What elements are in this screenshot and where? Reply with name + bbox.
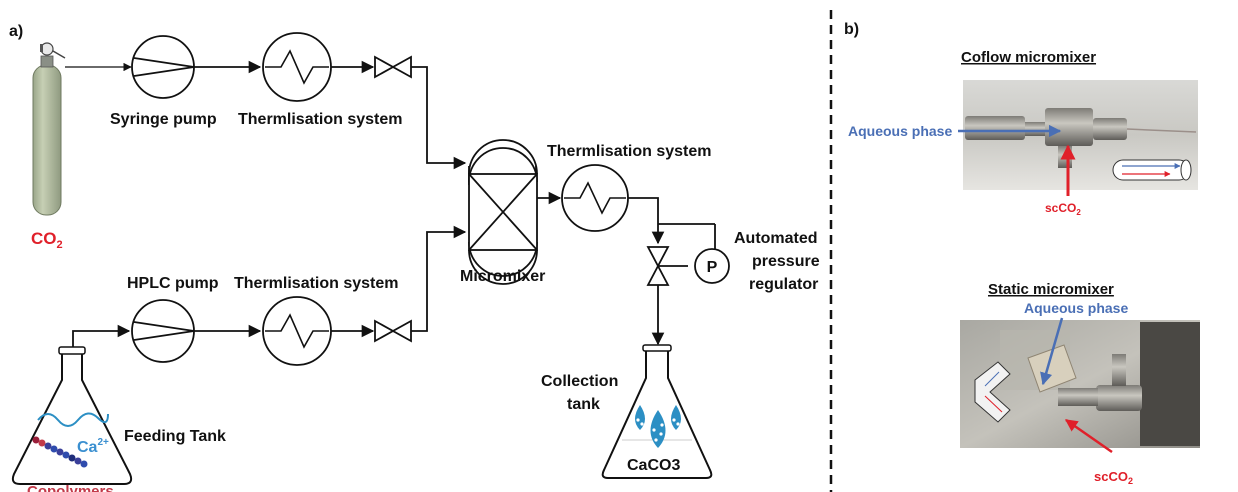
panel-b-letter: b)	[844, 21, 859, 38]
heat-exchanger-bottom	[262, 296, 332, 366]
syringe-pump-symbol	[131, 35, 195, 99]
micromixer-label: Micromixer	[460, 268, 545, 285]
heat-exchanger-top	[262, 32, 332, 102]
pressure-gauge: P	[694, 248, 730, 284]
collection-label-line2: tank	[567, 396, 600, 413]
valve-top-to-mixer-line	[411, 66, 467, 170]
pressure-regulator-valve	[646, 223, 716, 286]
coflow-aqueous-label: Aqueous phase	[848, 123, 952, 139]
micromixer-vessel	[468, 139, 538, 285]
regulator-label-line1: Automated	[734, 230, 818, 247]
thermalisation-bottom-label: Thermlisation system	[234, 275, 399, 292]
regulator-label-line2: pressure	[752, 253, 820, 270]
static-aqueous-arrow	[1040, 317, 1064, 386]
static-scco2-label: scCO2	[1094, 469, 1133, 486]
valve-bottom	[374, 319, 412, 343]
copolymers-label: Copolymers	[27, 483, 114, 492]
feeding-tank-label: Feeding Tank	[124, 428, 226, 445]
panel-a-letter: a)	[9, 23, 23, 40]
co2-cylinder	[32, 42, 66, 216]
syringe-pump-label: Syringe pump	[110, 111, 217, 128]
regulator-label-line3: regulator	[749, 276, 818, 293]
static-title: Static micromixer	[988, 281, 1114, 298]
hplc-pump-symbol	[131, 299, 195, 363]
heat-to-regulator-line	[628, 197, 665, 245]
static-scco2-arrow	[1064, 418, 1113, 454]
feeding-flask	[11, 346, 133, 485]
caco3-droplets	[635, 405, 681, 448]
caco3-label: CaCO3	[627, 457, 680, 474]
thermalisation-top-label: Thermlisation system	[238, 111, 403, 128]
coflow-title: Coflow micromixer	[961, 49, 1096, 66]
static-aqueous-label: Aqueous phase	[1024, 300, 1128, 316]
valve-bottom-to-mixer-line	[411, 225, 467, 332]
valve-top	[374, 55, 412, 79]
static-photo	[960, 320, 1200, 448]
copolymer-chain	[32, 436, 88, 468]
coflow-scco2-label: scCO2	[1045, 201, 1081, 217]
thermalisation-right-label: Thermlisation system	[547, 143, 712, 160]
svg-text:P: P	[707, 259, 718, 276]
co2-label: CO2	[31, 229, 63, 251]
collection-label-line1: Collection	[541, 373, 618, 390]
heat-exchanger-right	[561, 164, 629, 232]
coflow-photo	[963, 80, 1198, 190]
tank-to-hplc-line	[72, 324, 131, 348]
hplc-pump-label: HPLC pump	[127, 275, 219, 292]
calcium-ion-label: Ca2+	[77, 437, 109, 456]
